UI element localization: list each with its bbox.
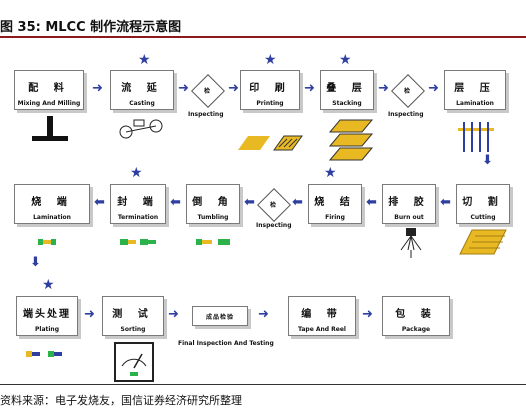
cut-chips-icon [459,229,507,255]
step-package: 包 装 Package [382,296,450,336]
star-icon: ★ [42,277,55,293]
step-tape-reel: 编 带 Tape And Reel [288,296,356,336]
step-sorting-en: Sorting [120,326,146,333]
chip-with-terminals-icon [196,239,230,245]
star-icon: ★ [138,52,151,68]
step-burnout-cn: 排 胶 [388,197,430,208]
step-mixing-en: Mixing And Milling [17,100,81,107]
inspection-en: Inspecting [188,111,224,118]
step-casting-cn: 流 延 [121,83,163,94]
arrow-left-icon: ⬅ [292,195,303,210]
step-printing-en: Printing [256,100,284,107]
step-final-inspection: 成品检验 [192,306,248,326]
step-tumbling: 倒 角 Tumbling [186,184,240,224]
arrow-right-icon: ➜ [92,81,103,96]
step-mixing: 配 料 Mixing And Milling [14,70,84,110]
inspection-label: 检 [403,88,410,95]
step-firing: 烧 结 Firing [308,184,362,224]
step-sorting: 测 试 Sorting [102,296,164,336]
figure-title: 图 35: MLCC 制作流程示意图 [0,20,182,35]
step-termination: 封 端 Termination [110,184,166,224]
step-sorting-cn: 测 试 [112,309,154,320]
arrow-right-icon: ➜ [168,307,179,322]
arrow-right-icon: ➜ [84,307,95,322]
laminated-block-icon [458,122,494,152]
inspection-label: 检 [203,88,210,95]
star-icon: ★ [339,52,352,68]
step-tumbling-cn: 倒 角 [192,197,234,208]
step-cutting-en: Cutting [470,214,496,221]
step-burnout: 排 胶 Burn out [382,184,436,224]
step-casting: 流 延 Casting [110,70,174,110]
step-printing: 印 刷 Printing [240,70,300,110]
step-casting-en: Casting [129,100,155,107]
step-lamination: 层 压 Lamination [444,70,506,110]
inspection-en: Inspecting [388,111,424,118]
step-plating: 端头处理 Plating [16,296,78,336]
arrow-left-icon: ⬅ [170,195,181,210]
star-icon: ★ [264,52,277,68]
step-mixing-cn: 配 料 [28,83,70,94]
step-final-inspection-en: Final Inspection And Testing [178,340,274,347]
arrow-left-icon: ⬅ [244,195,255,210]
title-rule [0,36,526,38]
meter-icon [114,342,154,382]
arrow-right-icon: ➜ [378,81,389,96]
step-tape-reel-en: Tape And Reel [298,326,346,333]
arrow-right-icon: ➜ [228,81,239,96]
step-stacking-cn: 叠 层 [326,83,368,94]
arrow-right-icon: ➜ [428,81,439,96]
star-icon: ★ [130,165,143,181]
chip-with-terminals-icon [26,351,62,357]
step-term-lamination-en: Lamination [33,214,71,221]
step-cutting-cn: 切 割 [462,197,504,208]
inspection-en: Inspecting [256,222,292,229]
inspection-label: 检 [269,202,276,209]
step-termination-cn: 封 端 [117,197,159,208]
step-final-inspection-cn: 成品检验 [205,314,234,321]
step-package-cn: 包 装 [395,309,437,320]
step-term-lamination-cn: 烧 端 [31,197,73,208]
burnout-furnace-icon [400,228,422,258]
arrow-down-icon: ⬇ [482,153,493,168]
star-icon: ★ [324,165,337,181]
arrow-left-icon: ⬅ [366,195,377,210]
arrow-left-icon: ⬅ [440,195,451,210]
chip-with-terminals-icon [38,239,56,245]
step-cutting: 切 割 Cutting [456,184,510,224]
step-plating-cn: 端头处理 [23,309,71,320]
step-burnout-en: Burn out [394,214,424,221]
step-stacking: 叠 层 Stacking [320,70,374,110]
arrow-right-icon: ➜ [178,81,189,96]
step-lamination-en: Lamination [456,100,494,107]
step-tape-reel-cn: 编 带 [301,309,343,320]
source-note: 资料来源：电子发烧友，国信证券经济研究所整理 [0,394,242,407]
step-firing-en: Firing [325,214,345,221]
arrow-down-icon: ⬇ [30,255,41,270]
casting-machine-icon [119,119,163,139]
step-printing-cn: 印 刷 [249,83,291,94]
step-term-lamination: 烧 端 Lamination [14,184,90,224]
step-firing-cn: 烧 结 [314,197,356,208]
printed-sheet-icon [238,135,303,151]
arrow-left-icon: ⬅ [94,195,105,210]
step-package-en: Package [401,326,431,333]
step-plating-en: Plating [35,326,59,333]
stack-layers-icon [328,119,374,161]
step-tumbling-en: Tumbling [197,214,229,221]
footer-rule [0,384,526,385]
mixer-icon [32,116,68,141]
step-lamination-cn: 层 压 [454,83,496,94]
step-termination-en: Termination [117,214,159,221]
arrow-right-icon: ➜ [304,81,315,96]
arrow-right-icon: ➜ [362,307,373,322]
step-stacking-en: Stacking [332,100,362,107]
chip-with-terminals-icon [120,239,156,245]
arrow-right-icon: ➜ [258,307,269,322]
